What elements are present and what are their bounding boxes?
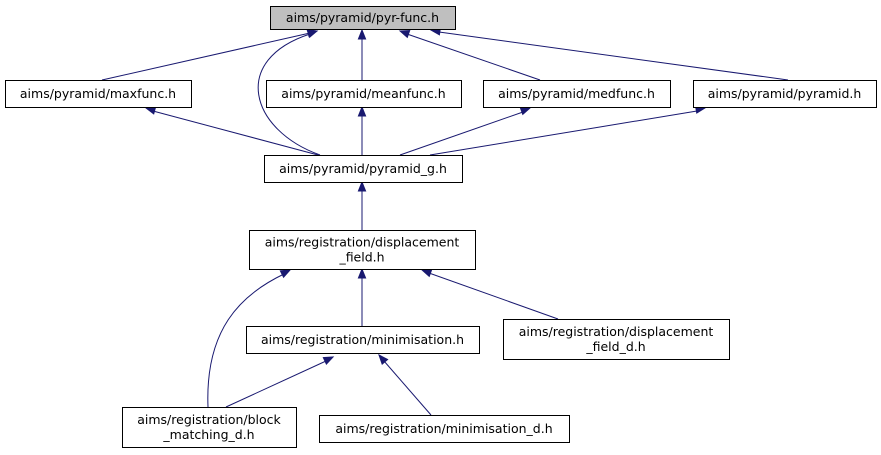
node-displacement-d[interactable]: aims/registration/displacement_field_d.h <box>503 319 730 360</box>
edge-block_matching-to-minimisation <box>225 356 335 408</box>
node-label: aims/pyramid/pyr-func.h <box>286 10 439 25</box>
node-label: aims/pyramid/medfunc.h <box>498 86 655 101</box>
node-label: _field_d.h <box>585 339 645 354</box>
node-label: aims/pyramid/meanfunc.h <box>281 86 445 101</box>
node-box[interactable] <box>122 407 297 448</box>
node-box[interactable] <box>693 80 877 108</box>
arrowhead-icon <box>420 269 433 278</box>
edge-pyramid_g-to-meanfunc <box>357 105 367 155</box>
arrowhead-icon <box>378 353 389 366</box>
edges-layer <box>101 27 789 416</box>
node-minimisation-d[interactable]: aims/registration/minimisation_d.h <box>319 415 570 443</box>
edge-line <box>152 110 319 156</box>
edge-line <box>383 360 432 416</box>
node-box[interactable] <box>270 6 456 30</box>
arrowhead-icon <box>306 29 319 39</box>
arrowhead-icon <box>322 356 335 365</box>
edge-displacement-to-pyramid_g <box>357 180 367 230</box>
node-minimisation[interactable]: aims/registration/minimisation.h <box>246 326 480 354</box>
edge-block_matching-to-displacement <box>207 269 292 408</box>
nodes-layer: aims/pyramid/pyr-func.h aims/pyramid/maxf… <box>5 6 877 448</box>
node-box[interactable] <box>319 415 570 443</box>
node-box[interactable] <box>266 80 462 108</box>
arrowhead-icon <box>357 28 367 40</box>
arrowhead-icon <box>279 269 292 279</box>
node-box[interactable] <box>264 155 463 183</box>
node-meanfunc[interactable]: aims/pyramid/meanfunc.h <box>266 80 462 108</box>
node-medfunc[interactable]: aims/pyramid/medfunc.h <box>483 80 671 108</box>
node-label: _matching_d.h <box>162 427 254 442</box>
arrowhead-icon <box>357 267 367 279</box>
node-box[interactable] <box>246 326 480 354</box>
arrowhead-icon <box>357 180 367 192</box>
node-displacement[interactable]: aims/registration/displacement_field.h <box>249 230 476 270</box>
node-label: aims/registration/displacement <box>265 235 460 250</box>
node-pyramid-g[interactable]: aims/pyramid/pyramid_g.h <box>264 155 463 183</box>
edge-line <box>438 31 789 81</box>
node-box[interactable] <box>483 80 671 108</box>
edge-meanfunc-to-pyr_func <box>357 28 367 80</box>
edge-medfunc-to-pyr_func <box>398 30 541 81</box>
node-label: aims/registration/displacement <box>519 324 714 339</box>
node-box[interactable] <box>503 319 730 360</box>
edge-minimisation_d-to-minimisation <box>378 353 432 416</box>
edge-line <box>428 272 559 320</box>
node-label: aims/registration/minimisation_d.h <box>335 421 552 436</box>
node-pyramid[interactable]: aims/pyramid/pyramid.h <box>693 80 877 108</box>
arrowhead-icon <box>519 107 532 116</box>
edge-line <box>207 273 285 408</box>
edge-pyramid_g-to-maxfunc <box>144 106 319 156</box>
edge-pyramid_g-to-medfunc <box>399 107 532 156</box>
edge-line <box>429 110 698 156</box>
arrowhead-icon <box>398 30 411 39</box>
edge-line <box>257 33 321 156</box>
edge-pyramid-to-pyr_func <box>429 27 789 81</box>
arrowhead-icon <box>357 105 367 117</box>
edge-line <box>101 32 311 81</box>
edge-minimisation-to-displacement <box>357 267 367 326</box>
edge-displacement_d-to-displacement <box>420 269 559 320</box>
node-label: aims/pyramid/pyramid_g.h <box>279 161 447 176</box>
node-label: aims/pyramid/pyramid.h <box>708 86 862 101</box>
node-box[interactable] <box>249 230 476 270</box>
node-maxfunc[interactable]: aims/pyramid/maxfunc.h <box>5 80 192 108</box>
node-pyr-func[interactable]: aims/pyramid/pyr-func.h <box>270 6 456 30</box>
node-block-matching[interactable]: aims/registration/block_matching_d.h <box>122 407 297 448</box>
edge-maxfunc-to-pyr_func <box>101 28 319 81</box>
node-label: _field.h <box>338 250 384 265</box>
node-label: aims/registration/block <box>137 412 281 427</box>
node-label: aims/registration/minimisation.h <box>261 332 464 347</box>
node-label: aims/pyramid/maxfunc.h <box>20 86 176 101</box>
node-box[interactable] <box>5 80 192 108</box>
edge-line <box>406 33 541 81</box>
edge-line <box>225 360 327 408</box>
edge-line <box>399 111 524 156</box>
edge-pyramid_g-to-pyr_func <box>257 29 321 156</box>
